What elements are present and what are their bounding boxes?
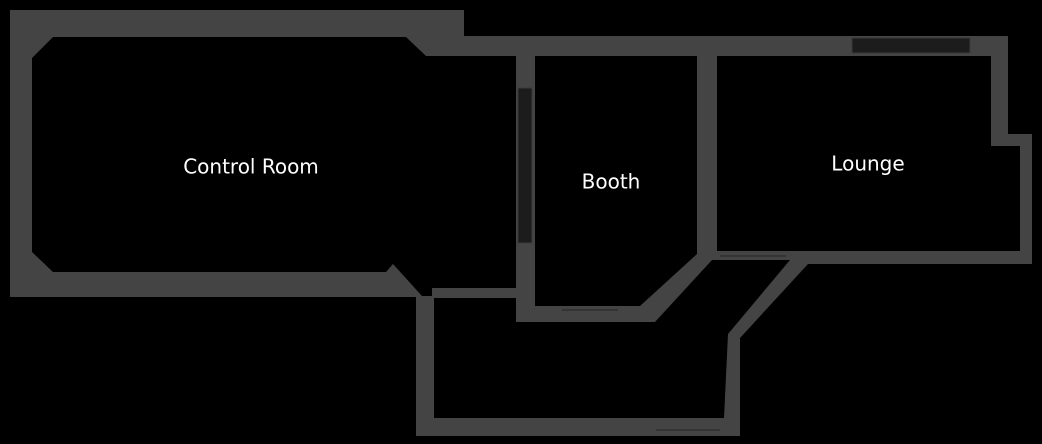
lounge-floor [717,56,1020,251]
lounge-label: Lounge [831,152,904,176]
window-frame [517,87,533,244]
hallway-floor [434,260,790,418]
booth-label: Booth [582,170,641,194]
lounge-window-frame [851,37,971,54]
control-room-label: Control Room [183,155,319,179]
booth-floor [535,56,697,306]
room-labels: Control Room Booth Lounge [183,152,905,194]
doors [562,255,786,431]
window-pane [518,88,532,243]
lounge-window [851,37,971,54]
window [517,87,533,244]
lounge-window-pane [852,38,970,53]
control-room-floor [32,37,516,296]
room-floors [32,37,1020,418]
